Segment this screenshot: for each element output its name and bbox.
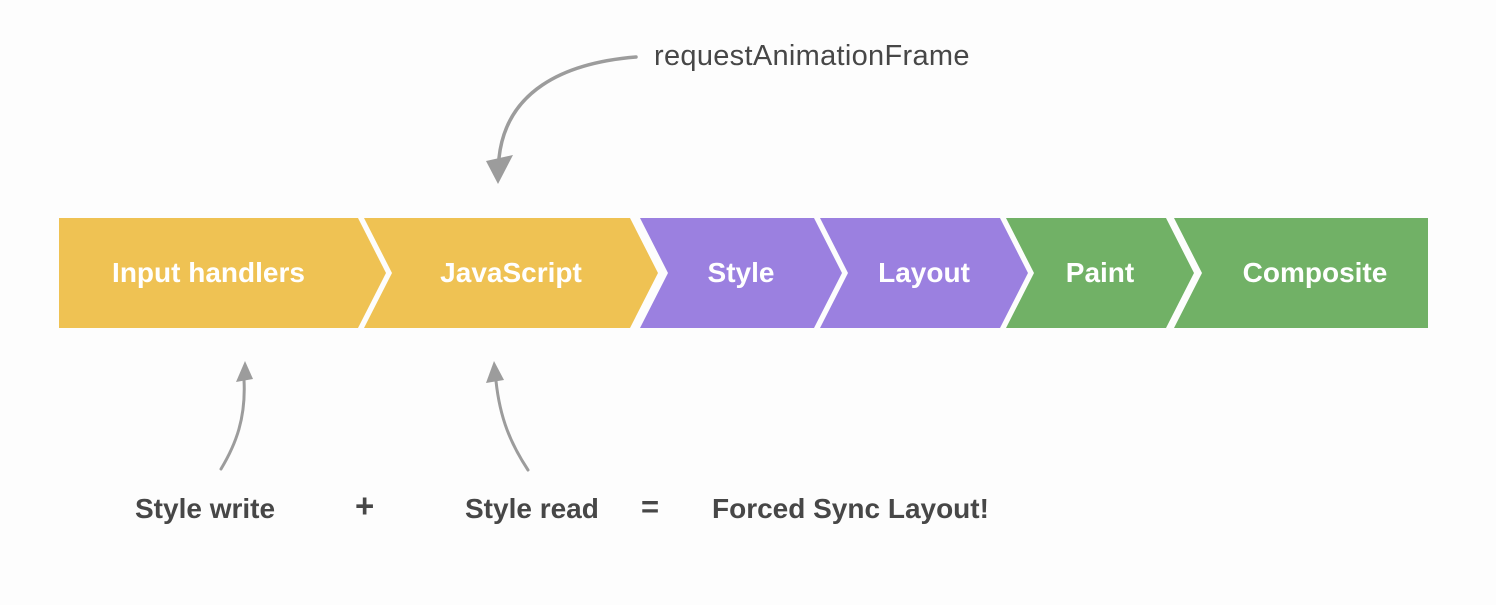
segment-label: JavaScript xyxy=(440,257,582,288)
pipeline-segment-style: Style xyxy=(640,218,842,328)
pipeline-segment-input-handlers: Input handlers xyxy=(59,218,386,328)
pipeline-segment-javascript: JavaScript xyxy=(364,218,658,328)
style-write-arrow-icon xyxy=(219,361,253,471)
pipeline-bar: Input handlers JavaScript Style Layout P… xyxy=(0,218,1496,328)
segment-label: Layout xyxy=(878,257,970,288)
raf-curved-arrow-icon xyxy=(486,55,638,184)
forced-sync-layout-label: Forced Sync Layout! xyxy=(712,493,989,524)
equals-sign: = xyxy=(641,489,660,524)
segment-label: Paint xyxy=(1065,257,1135,288)
segment-label: Style xyxy=(707,257,775,288)
plus-sign: + xyxy=(355,487,375,524)
style-read-label: Style read xyxy=(465,493,599,524)
pipeline-segment-layout: Layout xyxy=(820,218,1028,328)
pipeline-segment-composite: Composite xyxy=(1174,218,1428,328)
segment-label: Composite xyxy=(1242,257,1388,288)
style-read-arrow-icon xyxy=(486,361,530,472)
pipeline-segment-paint: Paint xyxy=(1006,218,1194,328)
segment-label: Input handlers xyxy=(112,257,305,288)
style-write-label: Style write xyxy=(135,493,276,524)
request-animation-frame-label: requestAnimationFrame xyxy=(654,40,970,72)
